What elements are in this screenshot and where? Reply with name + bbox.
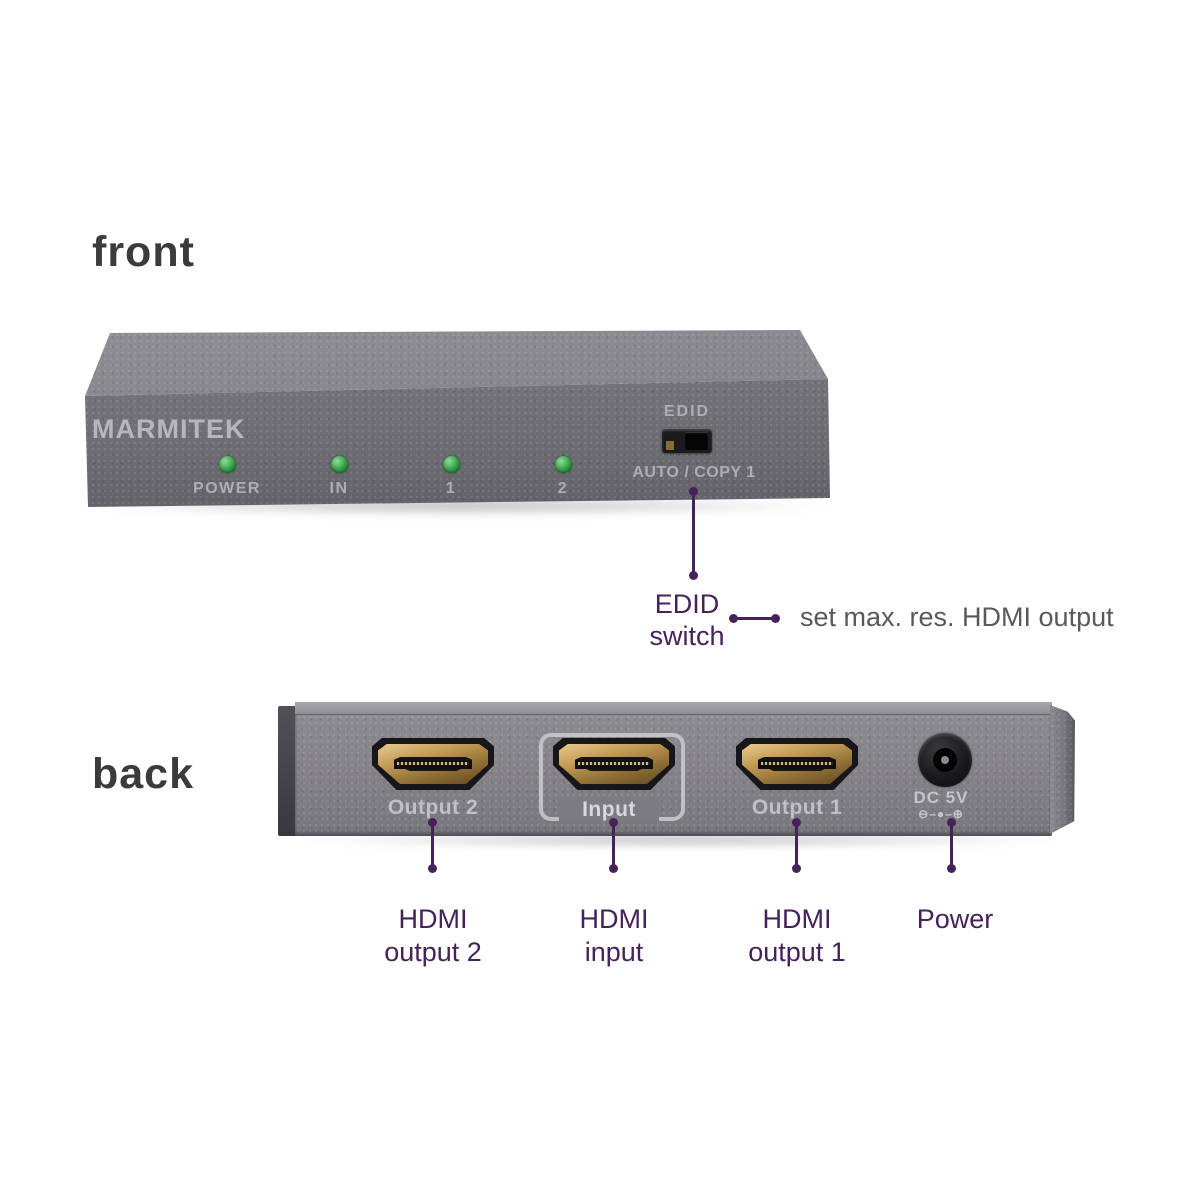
hdmi-input-pins xyxy=(574,759,654,769)
input-led-icon xyxy=(331,456,348,473)
edid-slide-switch xyxy=(662,429,712,453)
edid-description-text: set max. res. HDMI output xyxy=(800,602,1114,632)
back-device-right-side xyxy=(1050,705,1075,834)
output2-pointer-line xyxy=(431,822,434,868)
hdmi-output1-pins xyxy=(757,759,837,769)
annotation-hdmi-output1: HDMI output 1 xyxy=(707,903,887,969)
hdmi-output1-port xyxy=(736,738,858,790)
output2-led-icon xyxy=(555,456,572,473)
edid-connector-dot-right xyxy=(771,614,780,623)
port-label-output2: Output 2 xyxy=(387,796,479,819)
edid-pointer-dot-bottom xyxy=(689,571,698,580)
brand-logo: MARMITEK xyxy=(92,414,246,444)
output1-pointer-line xyxy=(795,822,798,868)
edid-annotation-line2: switch xyxy=(649,621,725,651)
annotation-hdmi-output2-line1: HDMI xyxy=(398,904,468,934)
annotation-hdmi-input-line2: input xyxy=(584,937,644,967)
dc-polarity-icon: ⊖–●–⊕ xyxy=(918,807,964,821)
annotation-hdmi-output2: HDMI output 2 xyxy=(343,903,523,969)
back-device-top-lip xyxy=(295,702,1052,715)
switch-knob xyxy=(685,431,708,451)
edid-pointer-line xyxy=(692,491,695,576)
hdmi-input-port xyxy=(553,738,675,790)
edid-switch-bottom-label: AUTO / COPY 1 xyxy=(632,464,756,481)
front-device-photo: MARMITEK POWER IN 1 2 EDID AUTO / COPY 1 xyxy=(60,320,850,520)
output1-pointer-dot-bottom xyxy=(792,864,801,873)
output1-led-icon xyxy=(443,456,460,473)
input-pointer-dot-bottom xyxy=(609,864,618,873)
back-device-shadow xyxy=(285,832,1071,848)
dc-power-jack xyxy=(918,733,972,787)
led-label-1: 1 xyxy=(445,480,457,497)
output2-pointer-dot-bottom xyxy=(428,864,437,873)
annotation-power-line1: Power xyxy=(916,904,994,934)
annotation-hdmi-output1-line2: output 1 xyxy=(748,937,846,967)
back-device-photo: Output 2 Input Output 1 DC 5V ⊖–●–⊕ xyxy=(278,702,1075,840)
port-label-output1: Output 1 xyxy=(751,796,843,819)
back-section-heading: back xyxy=(92,750,195,798)
power-led-icon xyxy=(219,456,236,473)
switch-contact xyxy=(666,440,674,451)
led-label-power: POWER xyxy=(193,480,261,497)
led-label-2: 2 xyxy=(557,480,569,497)
power-pointer-line xyxy=(950,822,953,868)
input-pointer-line xyxy=(612,822,615,868)
front-section-heading: front xyxy=(92,228,195,276)
annotation-power: Power xyxy=(865,903,1045,936)
port-label-input: Input xyxy=(559,798,659,822)
port-label-dc5v: DC 5V xyxy=(913,788,969,807)
annotation-hdmi-output2-line2: output 2 xyxy=(384,937,482,967)
led-label-in: IN xyxy=(329,480,349,497)
hdmi-output2-port xyxy=(372,738,494,790)
annotation-hdmi-input: HDMI input xyxy=(524,903,704,969)
dc-jack-pin xyxy=(941,756,949,764)
edid-annotation-line1: EDID xyxy=(654,589,720,619)
annotation-hdmi-input-line1: HDMI xyxy=(579,904,649,934)
power-pointer-dot-bottom xyxy=(947,864,956,873)
annotation-hdmi-output1-line1: HDMI xyxy=(762,904,832,934)
hdmi-output2-pins xyxy=(393,759,473,769)
back-device-left-side xyxy=(278,706,297,836)
edid-connector-line xyxy=(733,617,775,620)
edid-switch-top-label: EDID xyxy=(663,403,711,420)
